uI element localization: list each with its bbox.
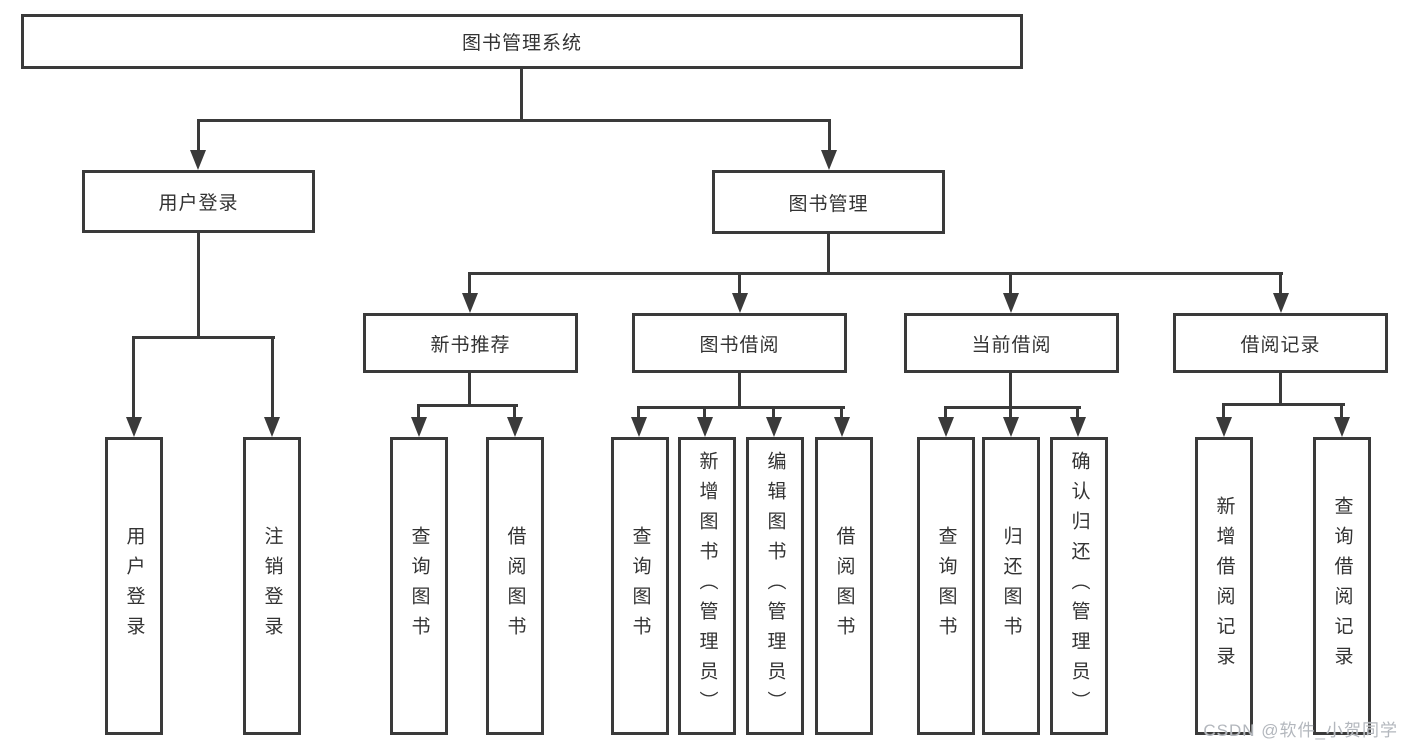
arrow-head [1334,417,1350,437]
node-label: 图书管理 [788,193,869,215]
node-book-management: 图书管理 [712,170,945,234]
leaf-label: 用户登录 [123,526,145,646]
arrow-head [1003,293,1019,313]
connector-line [1222,403,1225,419]
connector-line [772,406,775,419]
connector-line [827,234,830,275]
arrow-head [1003,417,1019,437]
connector-line [468,272,1283,275]
connector-line [944,406,947,419]
leaf-label: 查询图书 [408,526,430,646]
connector-line [637,406,640,419]
node-label: 用户登录 [158,193,239,214]
arrow-head [938,417,954,437]
connector-line [132,336,135,419]
arrow-head [821,150,837,170]
connector-line [840,406,843,419]
leaf-label: 注销登录 [261,526,283,646]
connector-line [1076,406,1079,419]
node-label: 借阅记录 [1240,334,1321,356]
leaf-add-book-admin: 新增图书（管理员） [678,437,736,735]
arrow-head [411,417,427,437]
connector-line [1009,272,1012,295]
connector-line [271,336,274,419]
connector-line [1340,403,1343,419]
arrow-head [1070,417,1086,437]
arrow-head [732,293,748,313]
leaf-label: 借阅图书 [833,526,855,646]
arrow-head [631,417,647,437]
connector-line [1009,406,1012,419]
connector-line [197,233,200,339]
arrow-head [462,293,478,313]
connector-line [468,272,471,295]
connector-line [637,406,845,409]
node-user-login: 用户登录 [82,170,315,233]
arrow-head [1273,293,1289,313]
leaf-label: 查询图书 [935,526,957,646]
arrow-head [697,417,713,437]
leaf-return-book: 归还图书 [982,437,1040,735]
leaf-label: 查询图书 [629,526,651,646]
leaf-label: 查询借阅记录 [1331,496,1353,676]
connector-line [828,119,831,152]
node-borrow-records: 借阅记录 [1173,313,1388,373]
arrow-head [1216,417,1232,437]
node-system-root: 图书管理系统 [21,14,1023,69]
node-label: 图书借阅 [699,334,780,356]
leaf-borrow-book: 借阅图书 [815,437,873,735]
leaf-borrow-book-recommend: 借阅图书 [486,437,544,735]
leaf-label: 借阅图书 [504,526,526,646]
connector-line [1222,403,1345,406]
leaf-label: 归还图书 [1000,526,1022,646]
leaf-label: 确认归还（管理员） [1068,451,1090,721]
node-new-book-recommend: 新书推荐 [363,313,578,373]
arrow-head [264,417,280,437]
connector-line [417,404,420,419]
connector-line [132,336,275,339]
node-label: 图书管理系统 [461,33,582,54]
arrow-head [126,417,142,437]
connector-line [1009,373,1012,409]
node-label: 新书推荐 [430,334,511,356]
leaf-logout-login: 注销登录 [243,437,301,735]
leaf-confirm-return-admin: 确认归还（管理员） [1050,437,1108,735]
leaf-user-login: 用户登录 [105,437,163,735]
connector-line [1279,373,1282,406]
connector-line [738,272,741,295]
arrow-head [766,417,782,437]
connector-line [520,69,523,122]
watermark: CSDN @软件_小贺同学 [1203,721,1398,740]
connector-line [468,373,471,407]
leaf-label: 新增借阅记录 [1213,496,1235,676]
node-book-borrow: 图书借阅 [632,313,847,373]
arrow-head [190,150,206,170]
node-label: 当前借阅 [971,334,1052,356]
connector-line [944,406,1081,409]
arrow-head [834,417,850,437]
leaf-add-borrow-record: 新增借阅记录 [1195,437,1253,735]
arrow-head [507,417,523,437]
leaf-query-books-current: 查询图书 [917,437,975,735]
connector-line [417,404,518,407]
connector-line [513,404,516,419]
leaf-label: 编辑图书（管理员） [764,451,786,721]
leaf-query-books-recommend: 查询图书 [390,437,448,735]
node-current-borrow: 当前借阅 [904,313,1119,373]
leaf-label: 新增图书（管理员） [696,451,718,721]
connector-line [1279,272,1282,295]
leaf-query-borrow-record: 查询借阅记录 [1313,437,1371,735]
connector-line [738,373,741,409]
connector-line [703,406,706,419]
connector-line [197,119,831,122]
leaf-query-books-borrow: 查询图书 [611,437,669,735]
leaf-edit-book-admin: 编辑图书（管理员） [746,437,804,735]
connector-line [197,119,200,152]
